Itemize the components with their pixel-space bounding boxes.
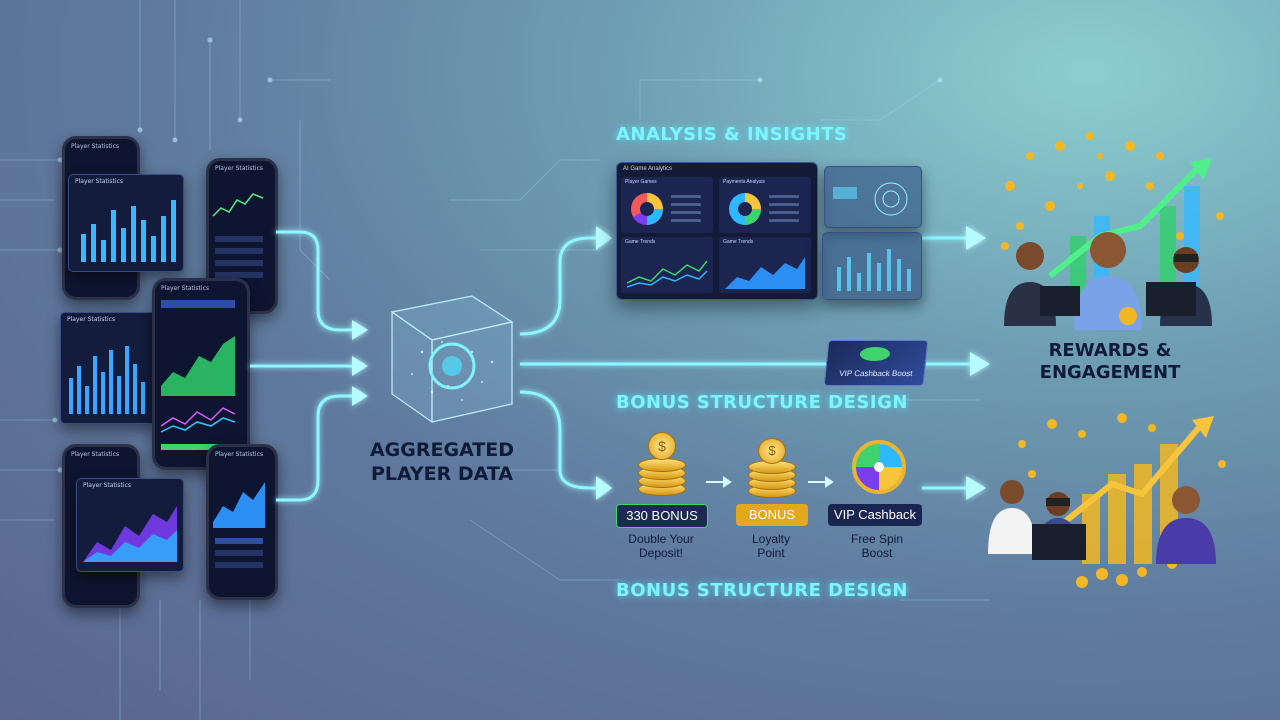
bonus-caption-3: Free Spin Boost [822, 532, 932, 560]
pie-chart-icon [729, 193, 799, 225]
card-title: Game Trends [625, 239, 656, 245]
coin-stack-1: $ [638, 432, 686, 496]
aggregated-label: AGGREGATED PLAYER DATA [352, 438, 532, 486]
dashboard-card-1: Player Games [621, 177, 713, 233]
area-chart-graphic [160, 300, 236, 450]
area-chart-graphic [83, 506, 177, 562]
analysis-heading: ANALYSIS & INSIGHTS [616, 124, 848, 145]
rewards-illustration-top [1001, 132, 1224, 330]
bonus-tag-vip: VIP Cashback [828, 504, 922, 526]
spin-wheel-icon [852, 440, 906, 494]
dashboard-card-3: Game Trends [621, 237, 713, 293]
card-title: Game Trends [723, 239, 754, 245]
dollar-coin-icon: $ [648, 432, 676, 460]
phone-title: Player Statistics [215, 165, 264, 172]
coin-stack-2: $ [748, 438, 796, 498]
phone-stats-3: Player Statistics [152, 278, 250, 470]
bonus-tag-loyalty: BONUS [736, 504, 808, 526]
bonus-caption-1: Double Your Deposit! [606, 532, 716, 560]
panel-title: Player Statistics [83, 482, 132, 489]
bar-chart-graphic [81, 200, 176, 262]
card-title: Player Games [625, 179, 657, 185]
hologram-panel-1 [824, 166, 922, 228]
line-chart-icon [626, 260, 708, 288]
dollar-coin-icon: $ [758, 438, 786, 464]
phone-title: Player Statistics [161, 285, 210, 292]
caption-line: Point [757, 546, 785, 560]
bar-chart-graphic [837, 249, 911, 291]
person-right [1156, 486, 1216, 564]
rewards-line2: ENGAGEMENT [1039, 362, 1181, 383]
caption-line: Loyalty [751, 532, 791, 546]
data-cube [390, 295, 514, 424]
phone-title: Player Statistics [71, 143, 120, 150]
caption-line: Free Spin [850, 532, 904, 546]
vip-card-label: VIP Cashback Boost [838, 369, 913, 378]
dashboard-card-2: Payments Analysis [719, 177, 811, 233]
aggregated-line2: PLAYER DATA [370, 463, 514, 485]
pie-chart-icon [631, 193, 701, 226]
phone-stats-5: Player Statistics [206, 444, 278, 600]
panel-bar-chart-1: Player Statistics [68, 174, 184, 272]
bonus-caption-2: Loyalty Point [716, 532, 826, 560]
panel-title: Player Statistics [67, 316, 116, 323]
bonus-tag-330: 330 BONUS [616, 504, 708, 528]
dashboard-title: AI Game Analytics [623, 166, 673, 172]
area-chart-icon [725, 257, 805, 289]
rewards-line1: REWARDS & [1048, 340, 1172, 361]
rewards-illustration-bottom [988, 413, 1226, 588]
card-title: Payments Analysis [723, 179, 765, 185]
caption-line: Double Your [628, 532, 694, 546]
hologram-graphic [833, 182, 908, 216]
caption-line: Deposit! [638, 546, 684, 560]
person-left [988, 480, 1036, 554]
vip-cashback-card: VIP Cashback Boost [823, 340, 929, 386]
rewards-label: REWARDS & ENGAGEMENT [1010, 340, 1210, 384]
bonus-heading-top: BONUS STRUCTURE DESIGN [616, 392, 908, 413]
analytics-dashboard: AI Game Analytics Player Games Payments … [616, 162, 818, 300]
phone-title: Player Statistics [215, 451, 264, 458]
panel-bar-chart-2: Player Statistics [60, 312, 158, 424]
panel-area-chart: Player Statistics [76, 478, 184, 572]
area-chart-graphic [213, 482, 265, 568]
panel-title: Player Statistics [75, 178, 124, 185]
caption-line: Boost [861, 546, 893, 560]
bar-chart-graphic [69, 346, 145, 414]
phone-title: Player Statistics [71, 451, 120, 458]
hologram-panel-2 [822, 232, 922, 300]
line-chart-graphic [212, 193, 264, 278]
person-center [1074, 232, 1142, 330]
vip-gem-icon [859, 347, 891, 361]
aggregated-line1: AGGREGATED [369, 439, 515, 461]
bonus-heading-bottom: BONUS STRUCTURE DESIGN [616, 580, 908, 601]
dashboard-card-4: Game Trends [719, 237, 811, 293]
